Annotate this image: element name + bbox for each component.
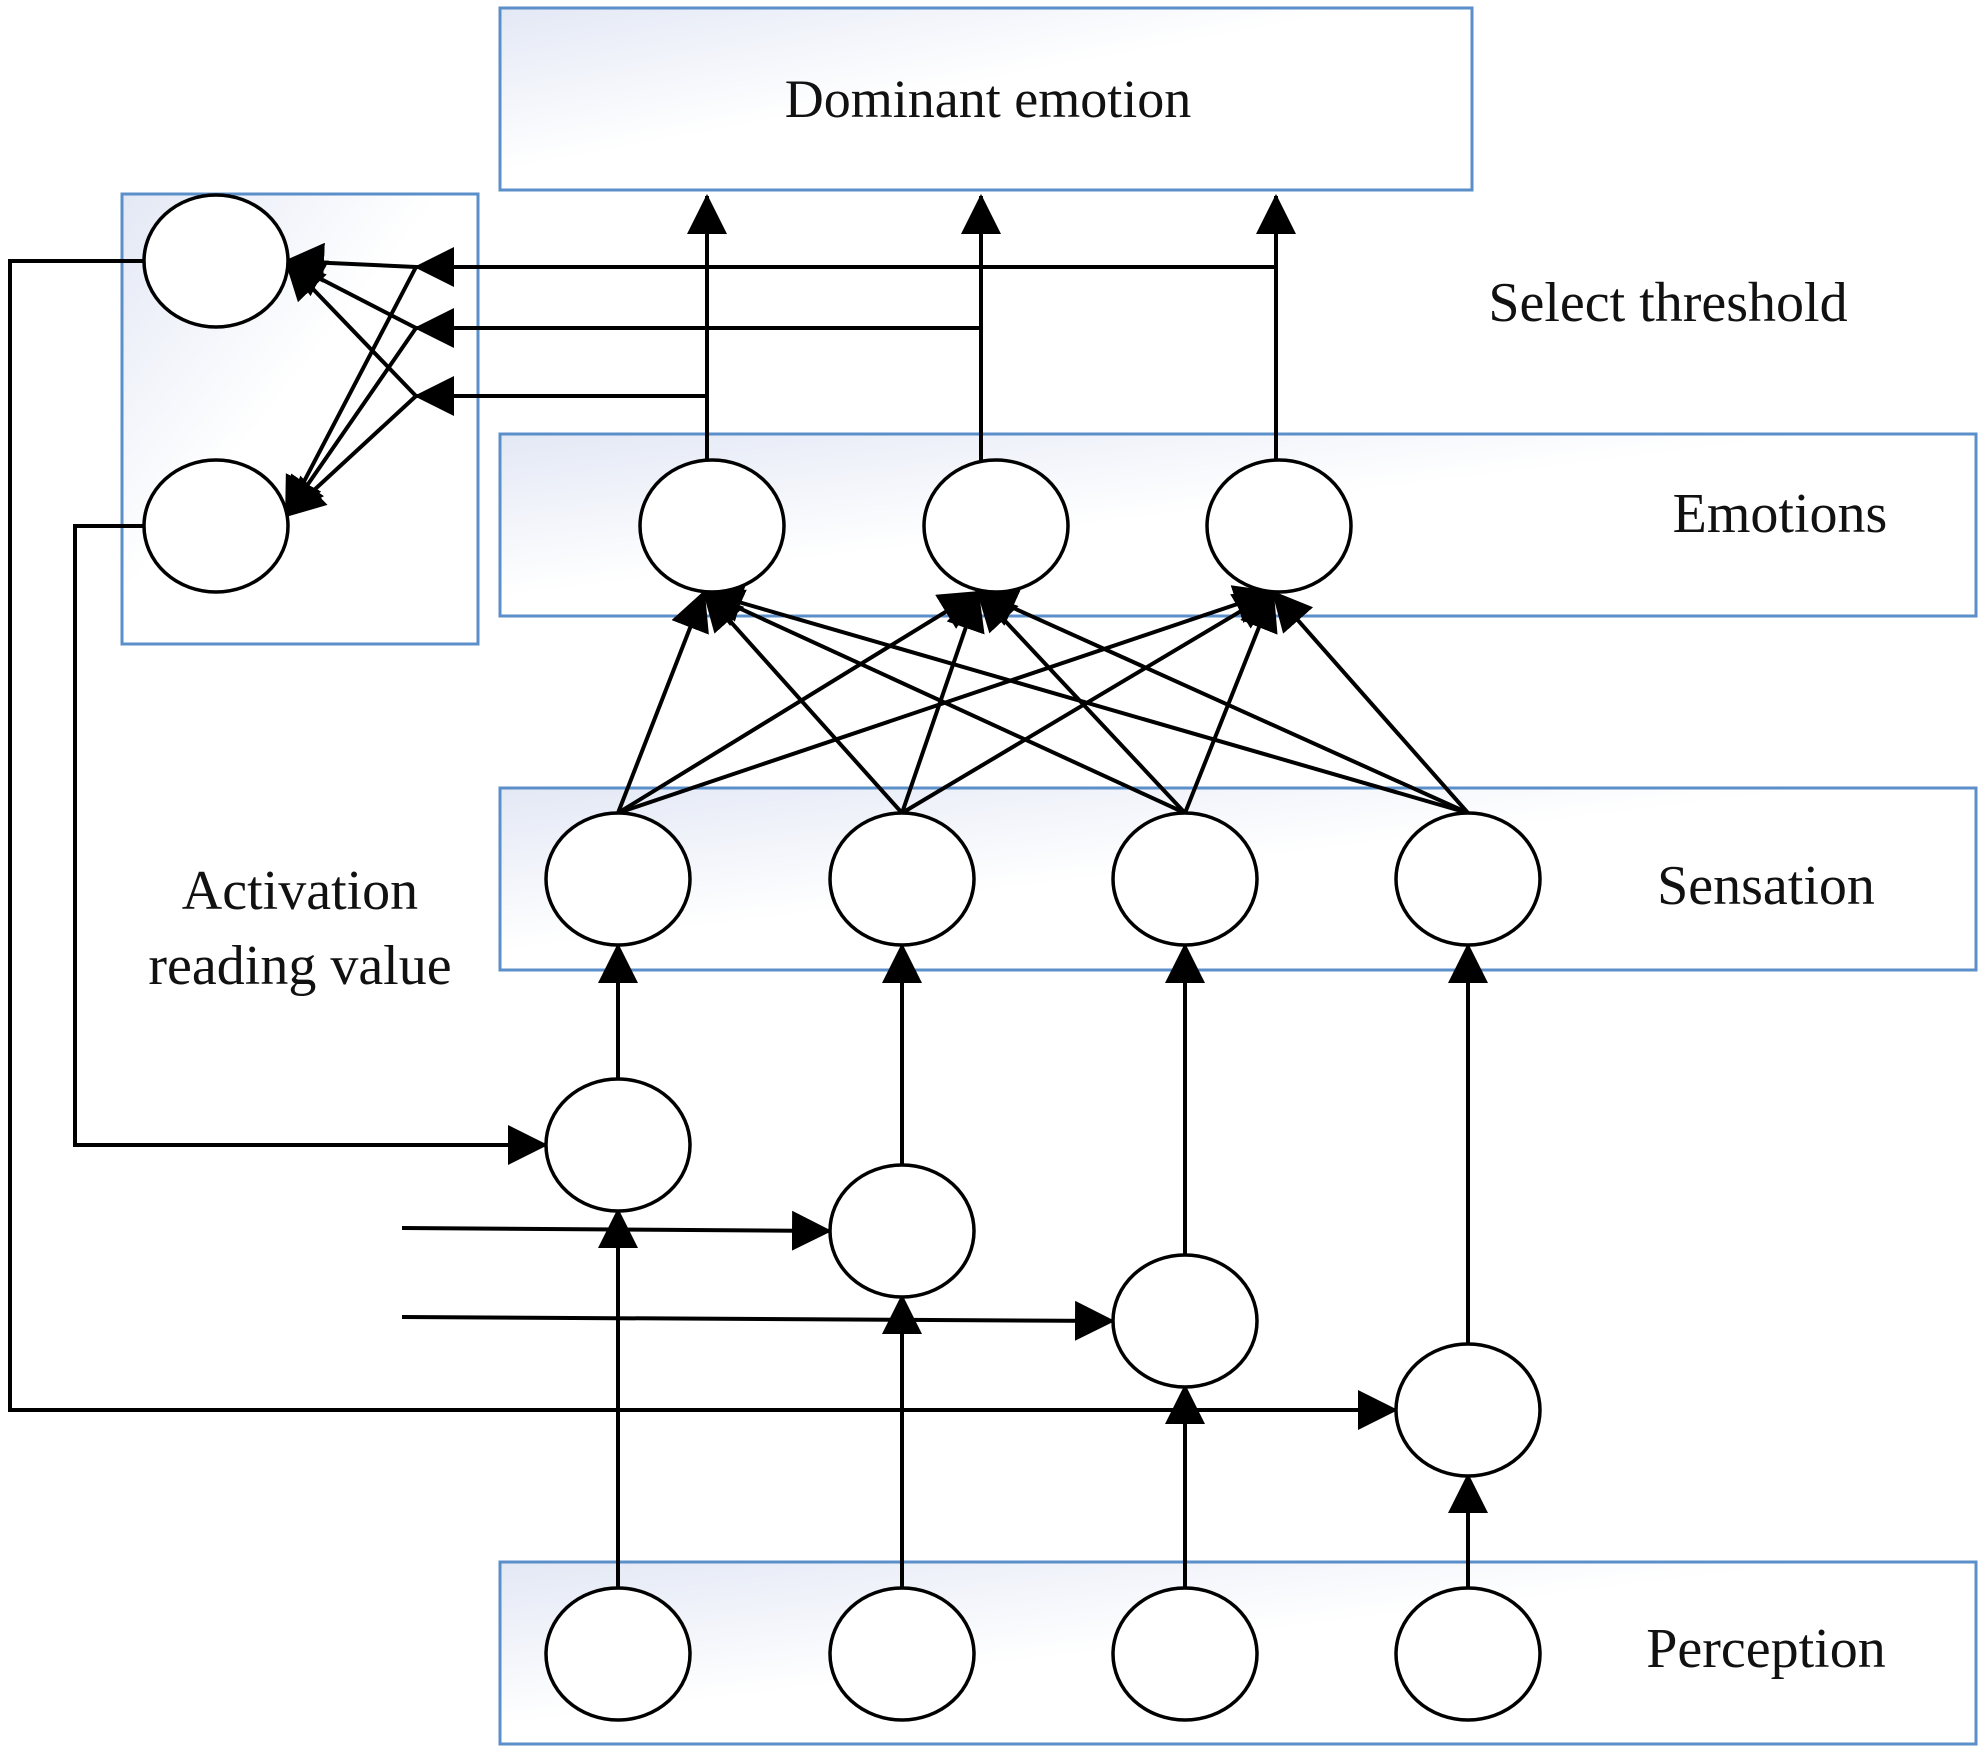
select-threshold-label: Select threshold bbox=[1488, 272, 1847, 334]
emotion-node-1 bbox=[638, 458, 786, 594]
edge-s3-e1 bbox=[702, 589, 1186, 815]
edge-s3-e3 bbox=[1183, 590, 1278, 814]
edge-threshold-f bbox=[284, 394, 418, 518]
activation-label-line2: reading value bbox=[148, 935, 451, 997]
activation-label-line1: Activation bbox=[182, 860, 418, 922]
dominant-emotion-box bbox=[498, 6, 1474, 192]
edge-s1-e2 bbox=[616, 590, 980, 815]
perception-label: Perception bbox=[1646, 1618, 1885, 1680]
sensation-node-2 bbox=[828, 811, 976, 947]
edge-input-a2 bbox=[401, 1210, 832, 1251]
edge-input-a3 bbox=[401, 1300, 1115, 1341]
threshold-node-2 bbox=[142, 458, 290, 594]
edge-threshold2-a1 bbox=[73, 524, 548, 1165]
activation-node-3 bbox=[1111, 1253, 1259, 1389]
threshold-node-1 bbox=[142, 193, 290, 329]
sensation-node-3 bbox=[1111, 811, 1259, 947]
edge-s4-e2 bbox=[976, 589, 1469, 815]
activation-node-1 bbox=[544, 1077, 692, 1213]
perception-node-3 bbox=[1111, 1586, 1259, 1722]
emotion-node-3 bbox=[1205, 458, 1353, 594]
sensation-node-4 bbox=[1394, 811, 1542, 947]
edge-s4-e3 bbox=[1271, 590, 1470, 815]
emotions-label: Emotions bbox=[1673, 483, 1888, 545]
perception-node-4 bbox=[1394, 1586, 1542, 1722]
dominant-emotion-label: Dominant emotion bbox=[785, 69, 1191, 129]
edge-s1-e1 bbox=[616, 590, 709, 814]
edge-threshold1-a4 bbox=[8, 259, 1398, 1430]
activation-node-2 bbox=[828, 1163, 976, 1299]
activation-node-4 bbox=[1394, 1342, 1542, 1478]
emotion-node-2 bbox=[922, 458, 1070, 594]
sensation-node-1 bbox=[544, 811, 692, 947]
perception-node-2 bbox=[828, 1586, 976, 1722]
perception-node-1 bbox=[544, 1586, 692, 1722]
edge-s2-e1 bbox=[702, 590, 904, 815]
edge-s4-e1 bbox=[702, 583, 1469, 815]
sensation-label: Sensation bbox=[1657, 855, 1875, 917]
edge-threshold-c bbox=[284, 259, 418, 398]
